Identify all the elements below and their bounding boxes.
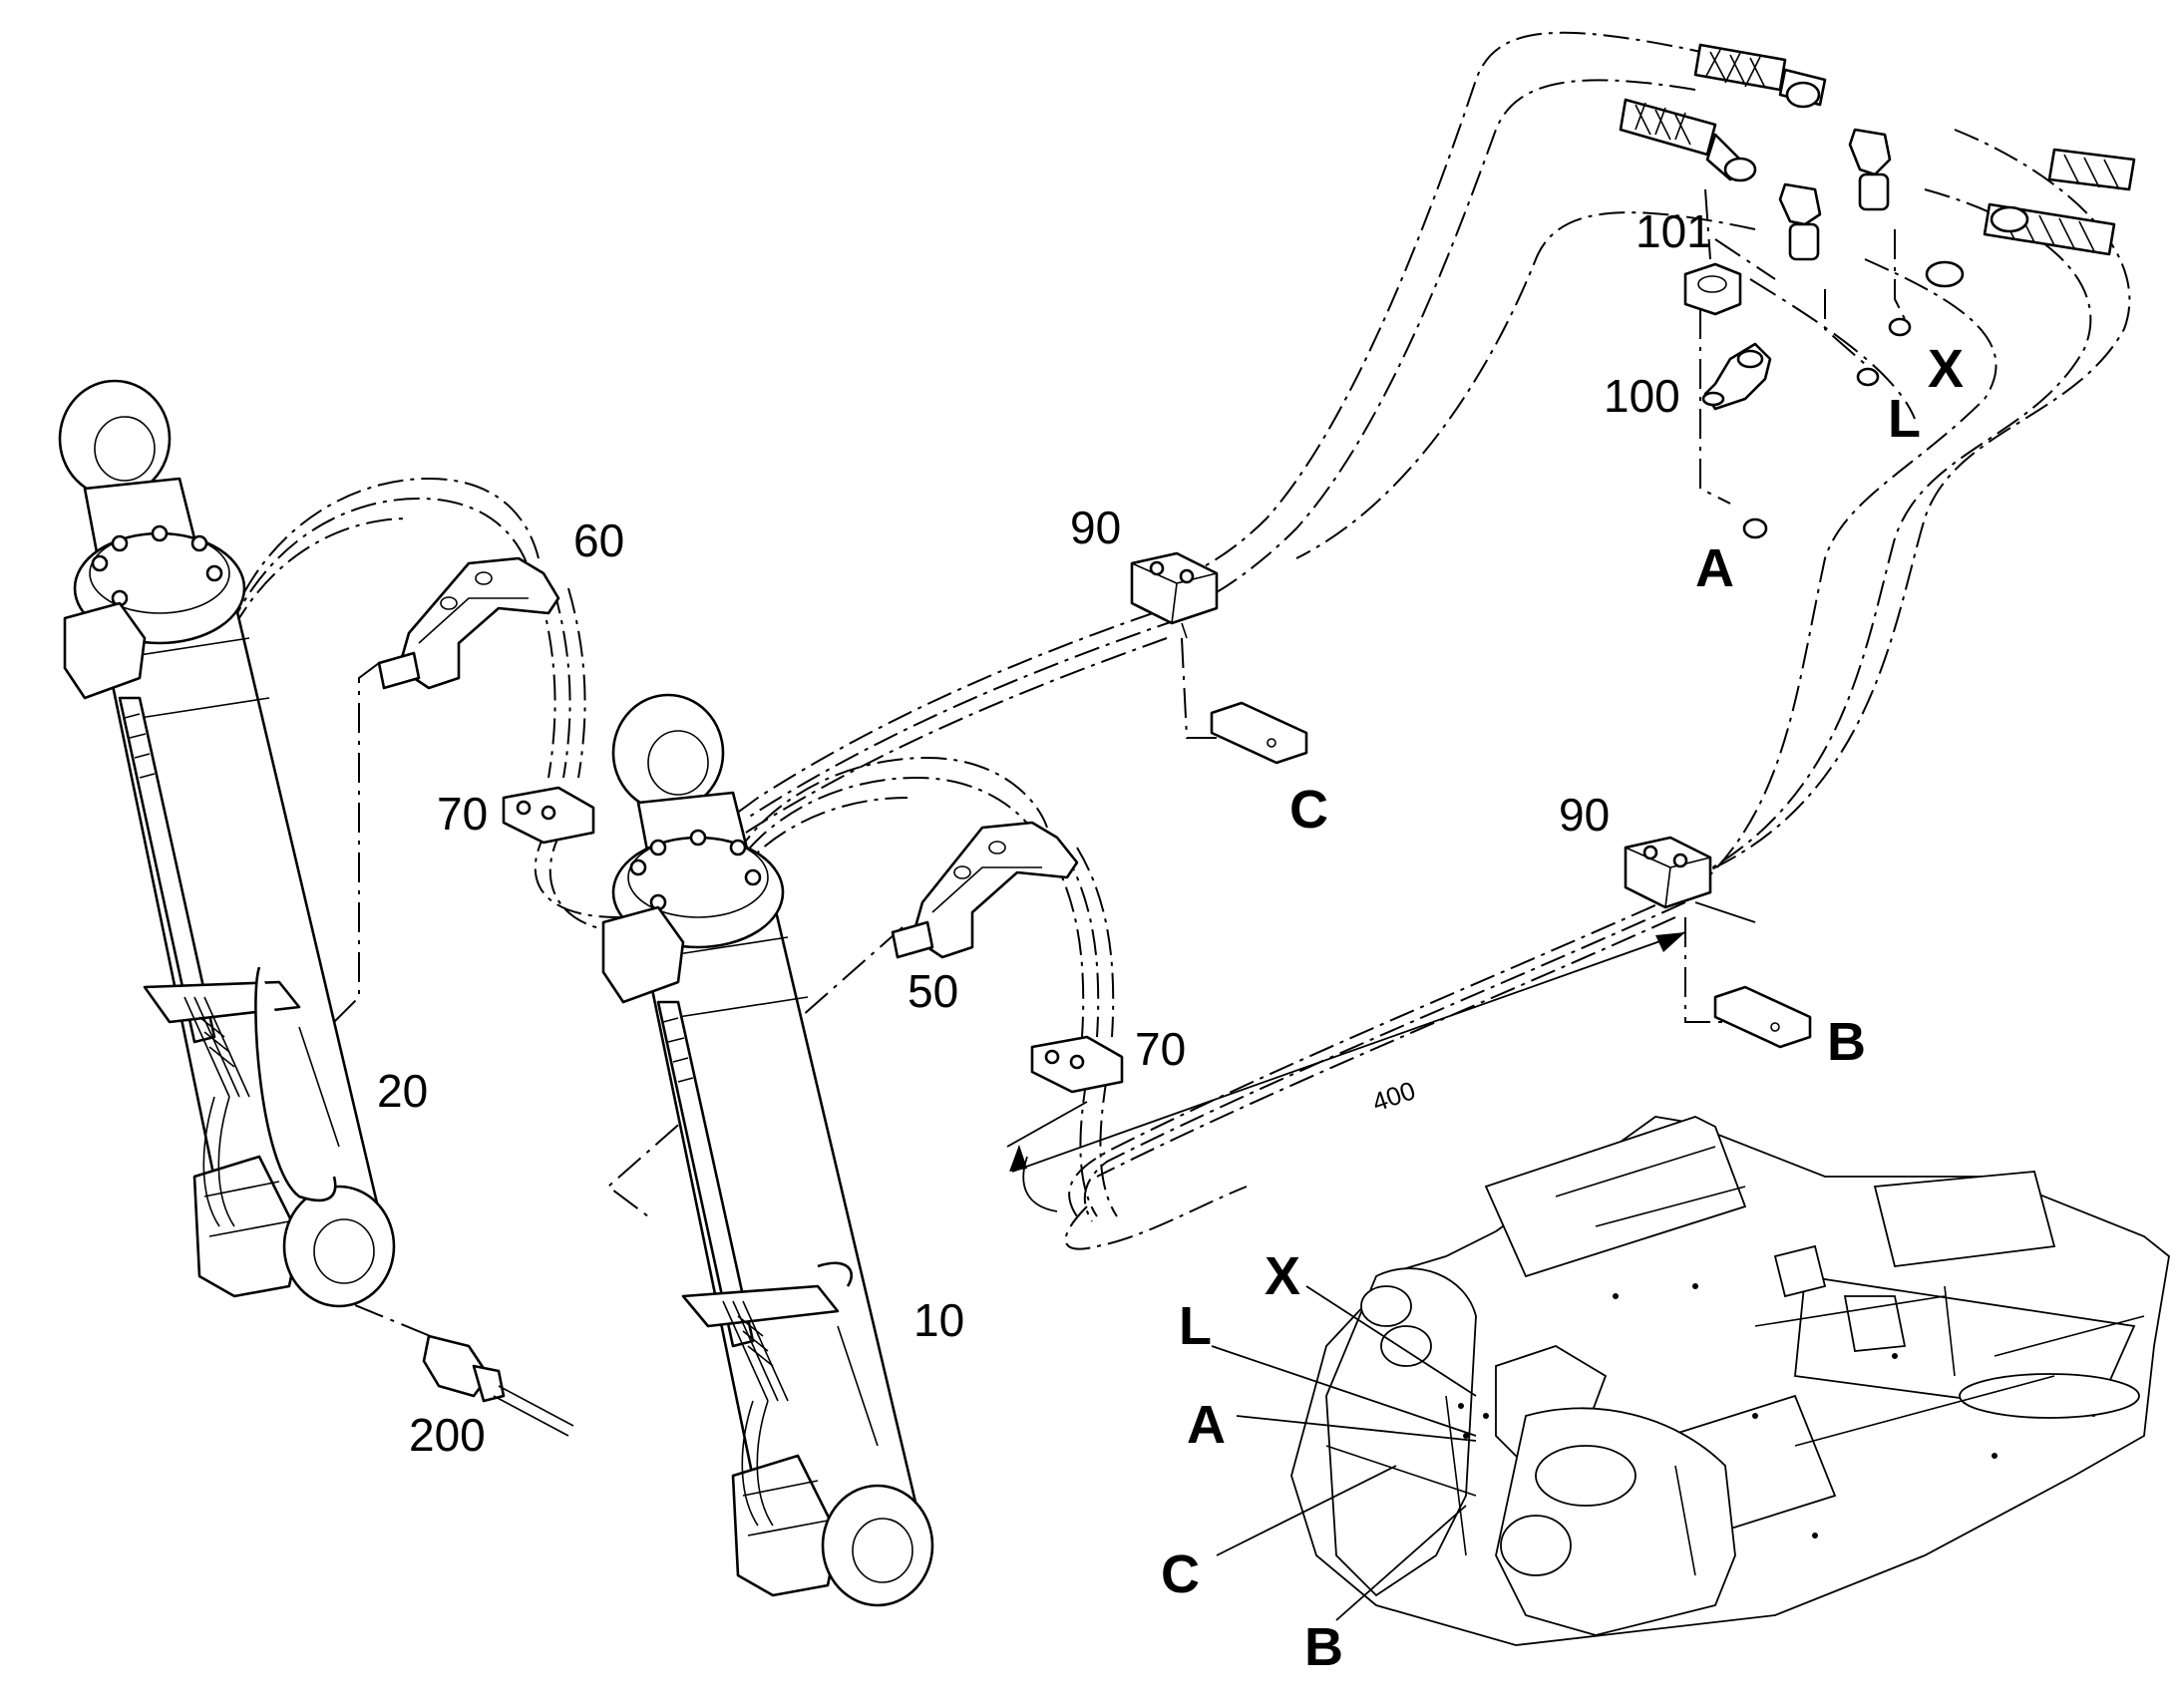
frame-letter-C: C <box>1161 1544 1200 1604</box>
sensor-200 <box>422 1334 574 1437</box>
frame-letter-A: A <box>1187 1395 1226 1455</box>
callout-70-lower: 70 <box>1135 1023 1186 1075</box>
clamp-60 <box>377 556 560 690</box>
machine-frame <box>1290 1116 2170 1646</box>
detail-letter-L: L <box>1888 389 1921 449</box>
detail-letter-C: C <box>1289 780 1328 840</box>
clamp-70-lower <box>1030 1035 1124 1094</box>
plate-C <box>1210 701 1308 765</box>
hose-routing <box>188 31 2131 1250</box>
clamp-90-upper <box>1130 551 1219 639</box>
detail-letter-B: B <box>1827 1012 1866 1072</box>
detail-A-fitting <box>1742 517 1768 539</box>
callout-10: 10 <box>913 1294 964 1346</box>
callout-60: 60 <box>573 514 624 566</box>
clamp-90-lower <box>1624 836 1712 909</box>
callout-90-upper: 90 <box>1070 502 1121 553</box>
clamp-50 <box>891 821 1079 959</box>
detail-letter-X: X <box>1928 339 1964 399</box>
callout-labels: 10 20 50 60 70 70 90 90 100 101 200 <box>377 205 1712 1461</box>
callout-20: 20 <box>377 1065 428 1117</box>
cylinder-20 <box>58 379 396 1308</box>
callout-100: 100 <box>1604 370 1680 422</box>
frame-letter-X: X <box>1265 1246 1300 1306</box>
callout-101: 101 <box>1635 205 1712 257</box>
detail-letter-A: A <box>1695 538 1734 598</box>
frame-letter-B: B <box>1304 1617 1343 1677</box>
cylinder-10 <box>601 693 934 1607</box>
callout-50: 50 <box>908 965 958 1017</box>
clip-100 <box>1701 342 1772 411</box>
callout-90-lower: 90 <box>1559 789 1610 841</box>
dimension-400: 400 <box>1006 901 1756 1212</box>
frame-leaders <box>1211 1285 1477 1621</box>
callout-200: 200 <box>409 1409 486 1461</box>
top-hose-fittings <box>1619 43 2136 387</box>
callout-70-upper: 70 <box>437 788 488 840</box>
dimension-label: 400 <box>1368 1075 1419 1117</box>
plate-B <box>1713 985 1812 1049</box>
frame-letter-L: L <box>1179 1296 1212 1356</box>
detail-letters: A B C L X <box>1289 339 1964 1072</box>
nut-101 <box>1683 262 1742 316</box>
clamp-70-upper <box>502 786 595 845</box>
frame-letters: X L A C B <box>1161 1246 1343 1677</box>
